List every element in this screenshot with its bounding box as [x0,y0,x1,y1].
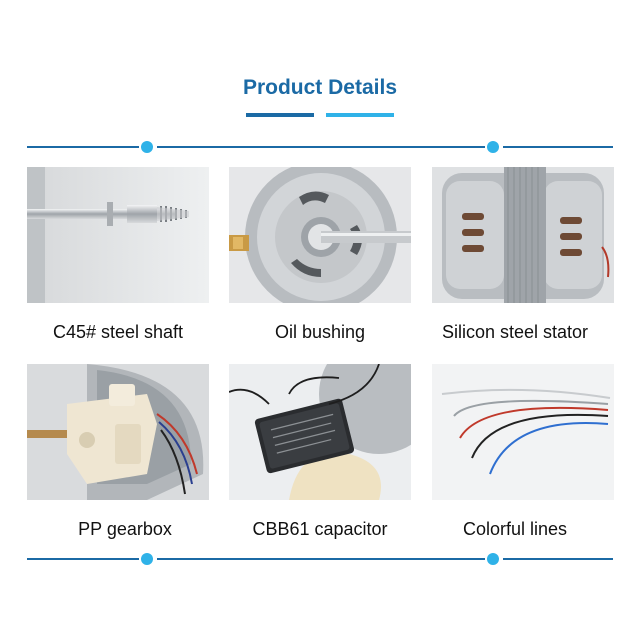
silicon-stator-photo [432,167,614,303]
caption: CBB61 capacitor [252,519,388,539]
page-title: Product Details [242,76,398,99]
divider-dot-icon [141,141,153,153]
divider-dot-icon [141,553,153,565]
caption: Colorful lines [462,519,568,539]
caption: C45# steel shaft [52,322,184,342]
oil-bushing-photo [229,167,411,303]
divider-dot-icon [487,553,499,565]
caption: PP gearbox [78,519,172,539]
divider-top [27,141,613,153]
colorful-wires-photo [432,364,614,500]
capacitor-photo [229,364,411,500]
divider-bottom [27,553,613,565]
title-underline-dark [246,113,314,117]
caption: Oil bushing [274,322,366,342]
steel-shaft-photo [27,167,209,303]
caption: Silicon steel stator [441,322,589,342]
divider-dot-icon [487,141,499,153]
pp-gearbox-photo [27,364,209,500]
title-underline-light [326,113,394,117]
